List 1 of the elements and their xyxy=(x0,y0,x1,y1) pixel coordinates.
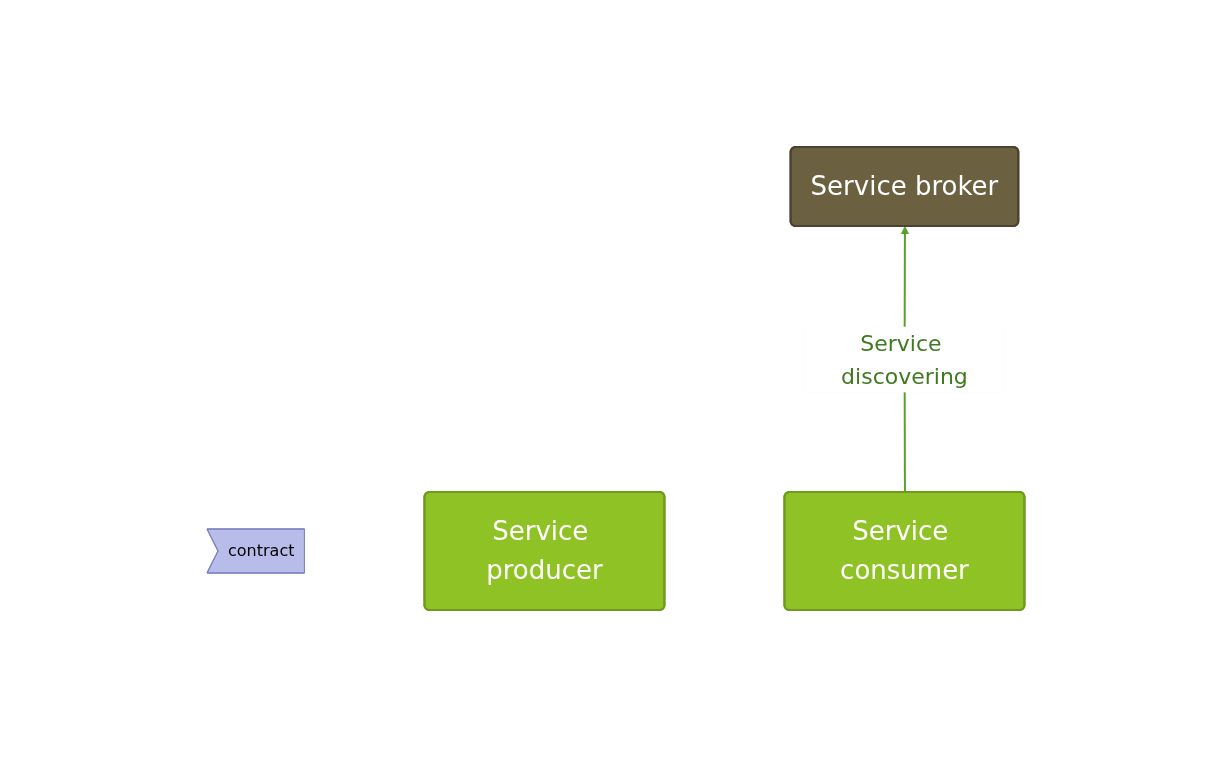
edge-label: Service discovering xyxy=(840,330,968,389)
